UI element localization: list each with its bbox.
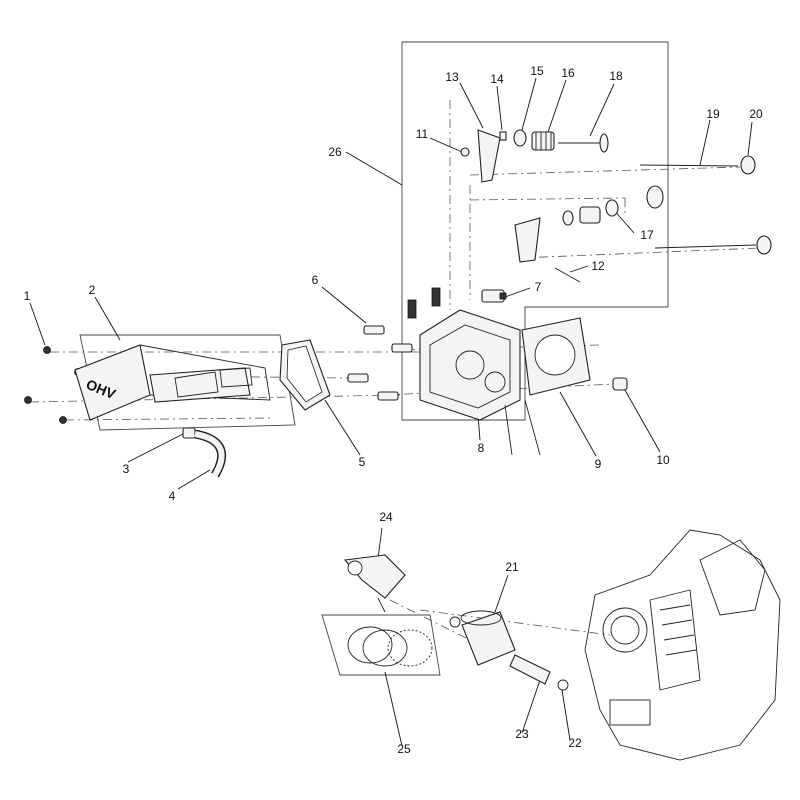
part-22-circlip [449,616,569,691]
callout-labels: 1 2 3 4 5 6 7 8 9 10 11 12 13 14 15 16 1… [24,64,763,756]
part-20-pushrod-end [654,155,772,255]
part-15-retainer [513,129,527,147]
part-8-cylinder-head [407,287,541,456]
part-5-cover-gasket [279,339,331,411]
part-25-piston-rings [347,626,433,667]
callout-22: 22 [568,736,582,750]
part-21-piston [460,610,516,666]
callout-6: 6 [312,273,319,287]
callout-2: 2 [89,283,96,297]
part-18-valve [558,133,609,153]
callout-11: 11 [416,127,429,141]
callout-8: 8 [478,441,485,455]
part-24-connecting-rod [343,554,406,613]
part-7-spark-plug [481,289,507,303]
callout-24: 24 [379,510,393,524]
callout-17: 18 [609,69,623,83]
part-3-breather-fitting [182,427,196,439]
callout-19: 19 [706,107,720,121]
callout-7: 7 [535,280,542,294]
part-14-collet [499,131,507,141]
part-16-valve-spring [531,131,555,151]
callout-16: 16 [561,66,575,80]
callout-9: 9 [595,457,602,471]
callout-12: 12 [591,259,605,273]
part-23-piston-pin [509,654,551,685]
part-17-spring-assembly [562,185,664,226]
part-6-head-bolts [347,325,413,401]
part-1-screws [24,346,82,424]
callout-10: 10 [656,453,670,467]
part-10-dowel-pin [612,377,628,391]
part-9-head-gasket [521,317,591,396]
callout-21: 21 [505,560,519,574]
part-4-breather-hose [194,429,227,478]
cylinder-head-group-frame [401,41,669,421]
callout-15: 15 [530,64,544,78]
callout-23: 23 [515,727,529,741]
callout-13: 13 [445,70,459,84]
callout-25: 25 [397,742,411,756]
engine-block [584,529,781,761]
callout-18: 17 [640,228,654,242]
piston-ring-group-frame [321,614,441,676]
callout-26: 26 [328,145,342,159]
part-2-valve-cover: OHV [74,344,271,421]
leader-lines [29,77,753,747]
callout-1: 1 [24,289,31,303]
part-13-rocker-arm [477,129,501,183]
callout-3: 3 [123,462,130,476]
callout-5: 5 [359,455,366,469]
callout-20: 20 [749,107,763,121]
callout-14: 14 [490,72,504,86]
part-19-pushrod [639,164,739,167]
part-12-rocker-pin [514,217,581,283]
part-11-rocker-nut [460,147,470,157]
callout-4: 4 [169,489,176,503]
